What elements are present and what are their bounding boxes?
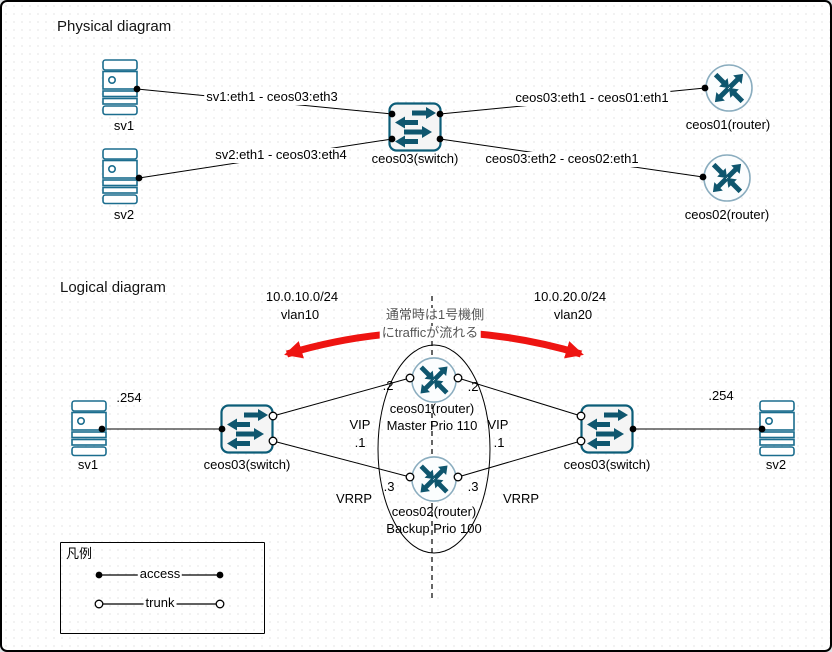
r2-ip-left-label: .3 [383,479,395,494]
log-sv1-server-icon[interactable] [71,400,107,462]
logical-title: Logical diagram [60,279,166,296]
log-trunk-swr-r2 [457,440,582,478]
log-ceos02-router-icon[interactable] [410,455,458,508]
server-icon [102,148,138,205]
log-switch-right-icon[interactable] [580,404,634,459]
phys-ceos02-router-icon[interactable] [702,153,752,208]
vip-left-ip: .1 [354,435,366,450]
r1-ip-left-label: .2 [382,378,394,393]
vlan20-subnet-label: 10.0.20.0/24 [533,289,607,304]
router-icon [411,357,457,403]
log-sv1-ip-label: .254 [116,390,142,405]
phys-sv2-label: sv2 [113,207,135,222]
r2-ip-right-label: .3 [467,479,479,494]
log-router1-role: Master Prio 110 [386,418,478,433]
phys-link-label-r1: ceos03:eth1 - ceos01:eth1 [513,90,671,106]
l2-switch-icon [220,404,274,454]
vip-right-label: VIP [487,417,509,432]
phys-sv1-label: sv1 [113,118,135,133]
vlan20-label: vlan20 [553,307,593,322]
log-router2-label: ceos02(router) [391,504,477,519]
phys-switch-label: ceos03(switch) [371,151,459,166]
l2-switch-icon [388,102,442,152]
phys-link-label-sv1: sv1:eth1 - ceos03:eth3 [204,89,340,105]
vip-left-label: VIP [349,417,371,432]
legend-box [60,542,265,634]
log-switch-left-icon[interactable] [220,404,274,459]
log-sv1-label: sv1 [77,457,99,472]
legend-access-label: access [137,566,183,582]
log-switch-left-label: ceos03(switch) [203,457,291,472]
router-icon [705,64,753,112]
phys-sv2-server-icon[interactable] [102,148,138,210]
log-router1-label: ceos01(router) [389,401,475,416]
phys-ceos01-router-icon[interactable] [704,63,754,118]
log-sv2-label: sv2 [765,457,787,472]
log-switch-right-label: ceos03(switch) [563,457,651,472]
server-icon [102,59,138,116]
l2-switch-icon [580,404,634,454]
traffic-note-line1: 通常時は1号機側 [383,307,487,323]
vrrp-left-label: VRRP [335,491,373,506]
phys-ceos03-switch-icon[interactable] [388,102,442,157]
vip-right-ip: .1 [493,435,505,450]
server-icon [71,400,107,457]
phys-link-label-r2: ceos03:eth2 - ceos02:eth1 [483,151,641,167]
server-icon [759,400,795,457]
vlan10-label: vlan10 [280,307,320,322]
log-sv2-server-icon[interactable] [759,400,795,462]
phys-ceos01-label: ceos01(router) [685,117,771,132]
log-router2-role: Backup Prio 100 [386,521,482,536]
router-icon [703,154,751,202]
legend-title: 凡例 [66,546,93,561]
phys-ceos02-label: ceos02(router) [684,207,770,222]
physical-title: Physical diagram [57,18,172,35]
router-icon [411,456,457,502]
log-sv2-ip-label: .254 [708,388,734,403]
phys-sv1-server-icon[interactable] [102,59,138,121]
log-ceos01-router-icon[interactable] [410,356,458,409]
r1-ip-right-label: .2 [467,379,479,394]
traffic-note-line2: にtrafficが流れる [379,325,481,341]
legend-trunk-label: trunk [143,595,177,611]
vrrp-right-label: VRRP [502,491,540,506]
log-trunk-swl-r2 [272,440,411,478]
vlan10-subnet-label: 10.0.10.0/24 [265,289,339,304]
phys-link-label-sv2: sv2:eth1 - ceos03:eth4 [213,147,349,163]
